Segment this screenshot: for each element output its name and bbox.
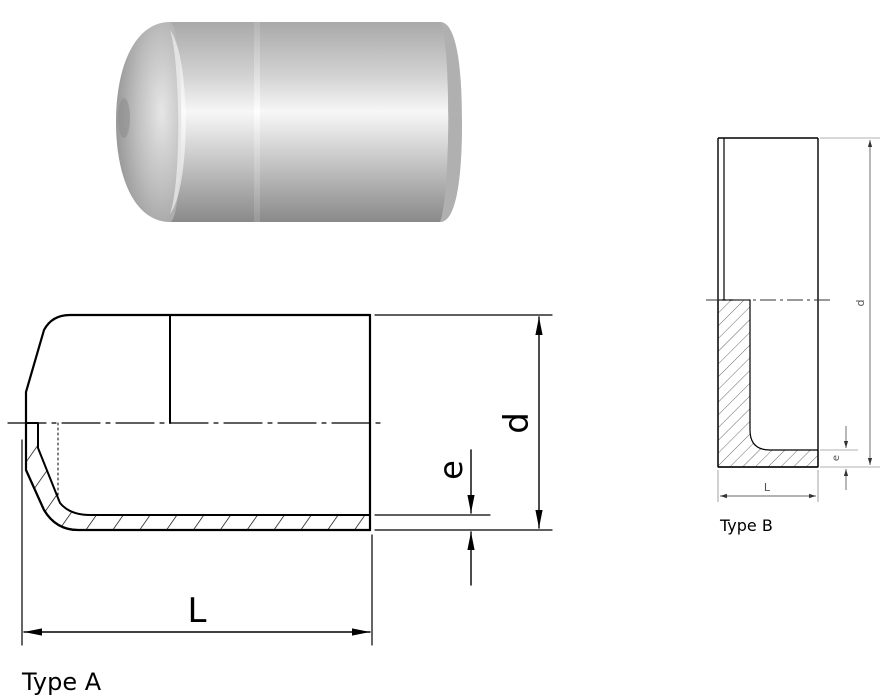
type-b-dim-diameter-label: d <box>854 300 867 307</box>
type-b-section-drawing <box>706 137 880 502</box>
type-a-outer-contour <box>24 313 372 532</box>
type-b-dim-wall-label: e <box>831 455 842 461</box>
type-a-section-drawing <box>7 313 553 646</box>
type-a-dim-diameter-label: d <box>497 412 537 434</box>
type-a-dim-length-label: L <box>188 591 207 631</box>
end-cap-3d-render <box>116 22 462 222</box>
type-a-caption: Type A <box>22 668 102 696</box>
type-a-dim-wall-label: e <box>432 460 470 480</box>
type-b-caption: Type B <box>720 516 773 535</box>
type-a-hatched-wall <box>25 422 371 531</box>
type-b-hatched-wall <box>717 299 819 468</box>
type-b-dim-length-label: L <box>764 481 771 494</box>
